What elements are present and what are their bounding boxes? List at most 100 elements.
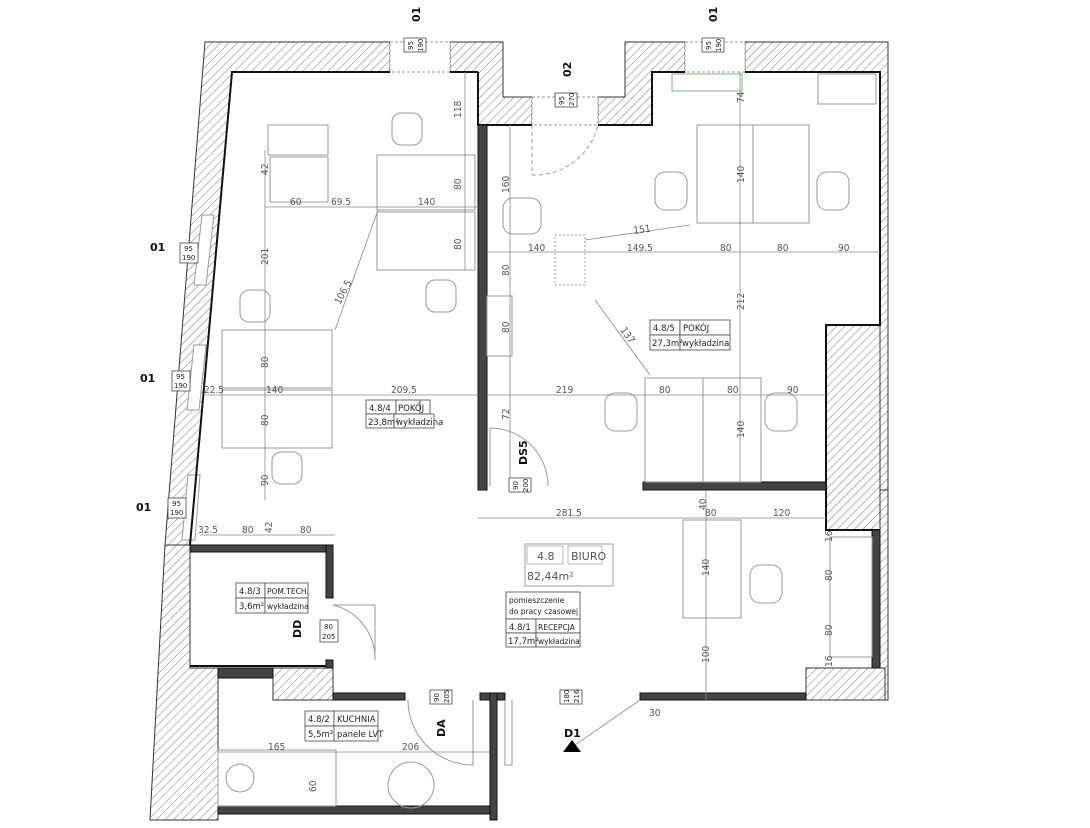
room-name: POKÓJ bbox=[683, 322, 709, 334]
door-height: 200 bbox=[522, 479, 530, 492]
window-labels: 01 01 02 01 01 01 95 190 95 190 95 270 9… bbox=[136, 7, 725, 519]
room-area: 23,8m² bbox=[368, 418, 399, 428]
dim-label: 149.5 bbox=[627, 243, 653, 254]
window-width: 95 bbox=[407, 41, 415, 50]
room-floor: panele LVT bbox=[337, 730, 384, 740]
window-tag: 95 190 bbox=[403, 37, 427, 53]
window-width: 95 bbox=[558, 96, 566, 105]
dim-label: 32.5 bbox=[198, 525, 218, 536]
window-width: 95 bbox=[705, 41, 713, 50]
room-floor: wykładzina bbox=[396, 418, 443, 428]
window-width: 95 bbox=[172, 500, 181, 508]
dim-label: 80 bbox=[501, 321, 512, 333]
room-label-kuchnia: 4.8/2 KUCHNIA 5,5m² panele LVT bbox=[304, 710, 384, 742]
door-width: 180 bbox=[563, 690, 571, 703]
dim-label: 201 bbox=[260, 248, 271, 265]
door-width: 80 bbox=[324, 623, 333, 631]
room-label-biuro: 4.8 BIURO 82,44m² bbox=[524, 543, 614, 587]
dim-label: 140 bbox=[701, 559, 712, 576]
door-label: D1 bbox=[564, 727, 581, 740]
door-width: 90 bbox=[433, 693, 441, 702]
dim-label: 80 bbox=[300, 525, 312, 536]
window-height: 190 bbox=[417, 39, 425, 52]
dim-label: 42 bbox=[260, 164, 271, 175]
room-id: 4.8 bbox=[537, 550, 555, 563]
dim-label: 206 bbox=[402, 742, 419, 753]
dim-label: 281.5 bbox=[556, 508, 582, 519]
dim-label: 140 bbox=[736, 166, 747, 183]
dim-label: 90 bbox=[787, 385, 799, 396]
window-label: 01 bbox=[136, 501, 151, 514]
dim-label: 80 bbox=[260, 356, 271, 368]
room-floor: wykładzina bbox=[538, 637, 580, 646]
dim-label: 80 bbox=[824, 569, 835, 581]
window-tag: 95 190 bbox=[179, 242, 199, 264]
dim-label: 16 bbox=[824, 530, 835, 542]
room-area: 27,3m² bbox=[652, 339, 683, 349]
door-tag: 90 200 bbox=[508, 477, 532, 493]
dim-label: 60 bbox=[290, 197, 302, 208]
door-height: 205 bbox=[443, 690, 451, 703]
dim-label: 90 bbox=[838, 243, 850, 254]
door-label: DS5 bbox=[517, 440, 530, 465]
dim-label: 80 bbox=[727, 385, 739, 396]
dim-label: 90 bbox=[260, 474, 271, 486]
window-tag: 95 190 bbox=[167, 497, 187, 519]
furniture bbox=[217, 73, 877, 809]
window-label: 02 bbox=[561, 62, 574, 77]
room-name: POKÓJ bbox=[398, 402, 424, 414]
window-height: 190 bbox=[182, 254, 195, 262]
room-label-pokoj-4: 4.8/4 POKÓJ 23,8m² wykładzina bbox=[365, 399, 443, 429]
room-id: 4.8/2 bbox=[308, 715, 330, 725]
room-floor: wykładzina bbox=[682, 339, 729, 349]
dim-label: 72 bbox=[501, 409, 512, 420]
dim-label: 16 bbox=[824, 655, 835, 667]
dim-label: 80 bbox=[720, 243, 732, 254]
dim-label: 219 bbox=[556, 385, 573, 396]
room-name: RECEPCJA bbox=[538, 623, 576, 632]
window-height: 190 bbox=[174, 382, 187, 390]
room-id: 4.8/1 bbox=[509, 623, 531, 633]
door-labels: DS5 DD DA D1 90 200 80 205 90 205 180 21… bbox=[291, 440, 583, 752]
door-height: 205 bbox=[322, 633, 335, 641]
window-tag: 95 190 bbox=[701, 37, 725, 53]
window-tag: 95 190 bbox=[171, 370, 191, 392]
room-label-tech: 4.8/3 POM.TECH. 3,6m² wykładzina bbox=[235, 582, 309, 614]
dim-label: 40 bbox=[698, 498, 709, 510]
room-label-pokoj-5: 4.8/5 POKÓJ 27,3m² wykładzina bbox=[649, 319, 731, 351]
dimension-lines bbox=[200, 72, 880, 753]
room-id: 4.8/4 bbox=[369, 404, 391, 414]
dim-label: 100 bbox=[701, 646, 712, 663]
door-height: 216 bbox=[573, 689, 581, 703]
door-label: DD bbox=[291, 620, 304, 638]
dim-label: 140 bbox=[528, 243, 545, 254]
window-height: 190 bbox=[170, 509, 183, 517]
door-tag: 180 216 bbox=[559, 689, 583, 705]
entrance-arrow-icon bbox=[563, 740, 581, 752]
window-tag: 95 270 bbox=[554, 92, 578, 108]
doors bbox=[332, 124, 641, 766]
door-width: 90 bbox=[512, 481, 520, 490]
dim-label: 140 bbox=[266, 385, 283, 396]
dim-label: 74 bbox=[736, 91, 747, 103]
dim-label: 160 bbox=[501, 176, 512, 193]
dim-label: 80 bbox=[501, 264, 512, 276]
room-area: 3,6m² bbox=[239, 602, 264, 612]
room-id: 4.8/5 bbox=[653, 324, 675, 334]
window-label: 01 bbox=[140, 372, 155, 385]
window-width: 95 bbox=[184, 245, 193, 253]
door-tag: 90 205 bbox=[429, 689, 453, 705]
interior-walls bbox=[189, 71, 881, 821]
room-note: do pracy czasowej bbox=[509, 607, 578, 616]
dim-label: 80 bbox=[453, 178, 464, 190]
dim-label: 165 bbox=[268, 742, 285, 753]
dim-label: 137 bbox=[618, 325, 637, 345]
dim-label: 80 bbox=[242, 525, 254, 536]
dim-label: 80 bbox=[824, 624, 835, 636]
dim-label: 140 bbox=[418, 197, 435, 208]
dim-label: 209.5 bbox=[391, 385, 417, 396]
dim-label: 69.5 bbox=[331, 197, 351, 208]
room-note: pomieszczenie bbox=[509, 596, 565, 605]
dim-label: 60 bbox=[308, 780, 319, 792]
